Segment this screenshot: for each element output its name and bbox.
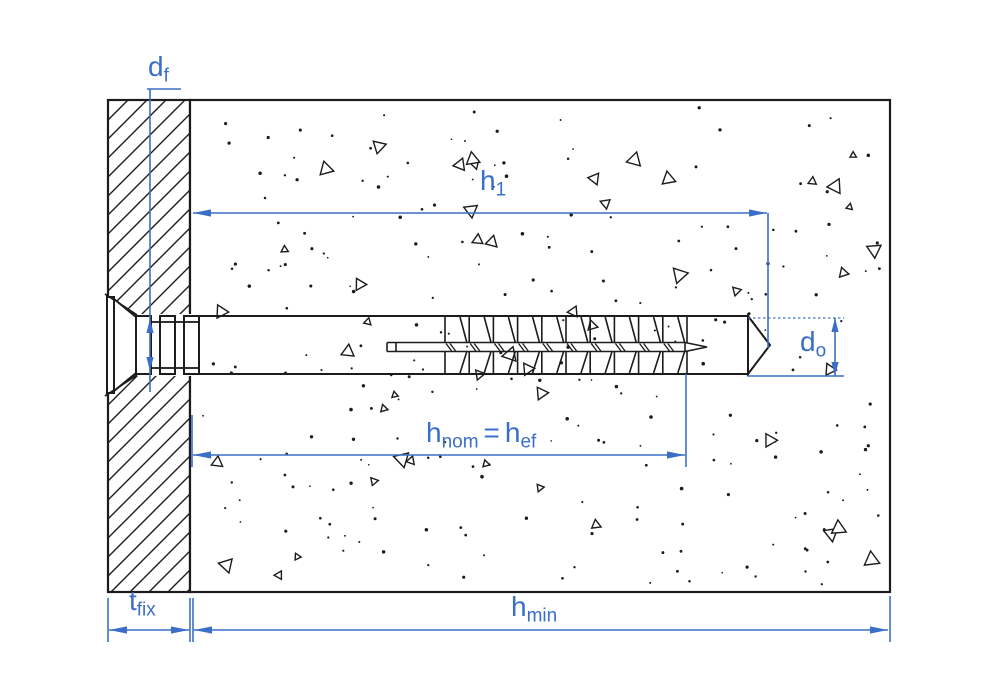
nail-hatch-marks <box>445 343 675 352</box>
label-do: do <box>800 326 827 362</box>
label-df: df <box>148 51 169 87</box>
label-tfix: tfix <box>129 585 156 621</box>
dimension-hmin <box>192 596 891 642</box>
anchor-tip-cone <box>747 313 772 377</box>
dimension-tfix <box>107 598 191 642</box>
label-hmin: hmin <box>511 591 558 627</box>
fin-lines-bottom <box>444 350 688 374</box>
dimension-h1 <box>193 209 769 348</box>
dimension-hnom <box>191 374 687 467</box>
concrete-block <box>188 98 892 594</box>
fin-lines-top <box>444 316 688 344</box>
anchor <box>106 296 772 394</box>
dimension-do <box>748 317 844 377</box>
nail-tip <box>684 341 708 353</box>
concrete-texture <box>202 106 883 586</box>
dimension-df <box>146 88 181 392</box>
label-h1: h1 <box>480 165 507 201</box>
anchor-expansion-zone <box>444 316 688 374</box>
dimensions <box>107 88 891 642</box>
anchor-nail <box>386 341 708 353</box>
label-hnom-hef: hnom=hef <box>426 417 537 453</box>
